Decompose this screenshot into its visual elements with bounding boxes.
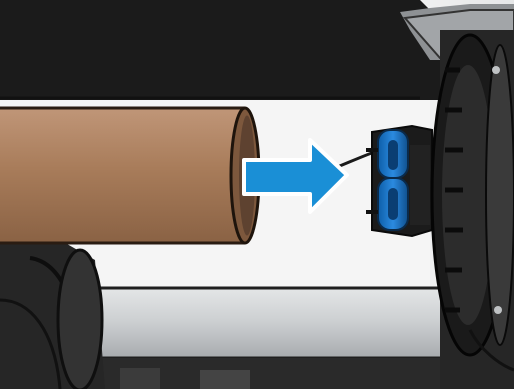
left-lower-housing (0, 240, 105, 389)
top-housing (0, 0, 514, 100)
roll-core (0, 108, 259, 243)
roll-hub (366, 126, 432, 236)
spindle-end-gear (432, 30, 514, 389)
lower-spindle (70, 288, 470, 389)
